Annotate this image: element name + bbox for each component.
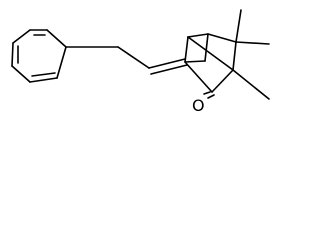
ring-bond [11, 65, 31, 83]
exocyclic-double-bond [148, 58, 186, 69]
cage-bond [204, 33, 209, 62]
cage-bond [184, 60, 206, 63]
cage-bond [184, 36, 189, 63]
methyl-bond [235, 9, 242, 43]
exocyclic-double-bond [150, 64, 188, 75]
cage-bond [187, 33, 209, 38]
carbonyl-double-bond [203, 91, 211, 95]
ring-bond [11, 42, 14, 67]
cage-bond [184, 61, 213, 93]
bicyclic-cage [184, 33, 237, 93]
oxygen-atom-label: O [192, 96, 205, 115]
ring-bond [46, 29, 67, 48]
methyl-bond [235, 41, 270, 45]
ring-bond [12, 29, 31, 44]
methyl-bond [232, 69, 270, 100]
cage-bond [211, 69, 234, 93]
cage-bond [187, 36, 234, 71]
carbonyl-double-bond [207, 94, 215, 99]
alkyl-bond [117, 46, 150, 69]
ring-bond [56, 46, 67, 79]
cage-bond [207, 33, 237, 43]
aromatic-inner-bond [31, 72, 56, 77]
phenyl-ring [11, 29, 67, 83]
cage-bond [232, 41, 237, 71]
ring-bond [29, 77, 58, 83]
molecule-structure: O [11, 9, 270, 115]
